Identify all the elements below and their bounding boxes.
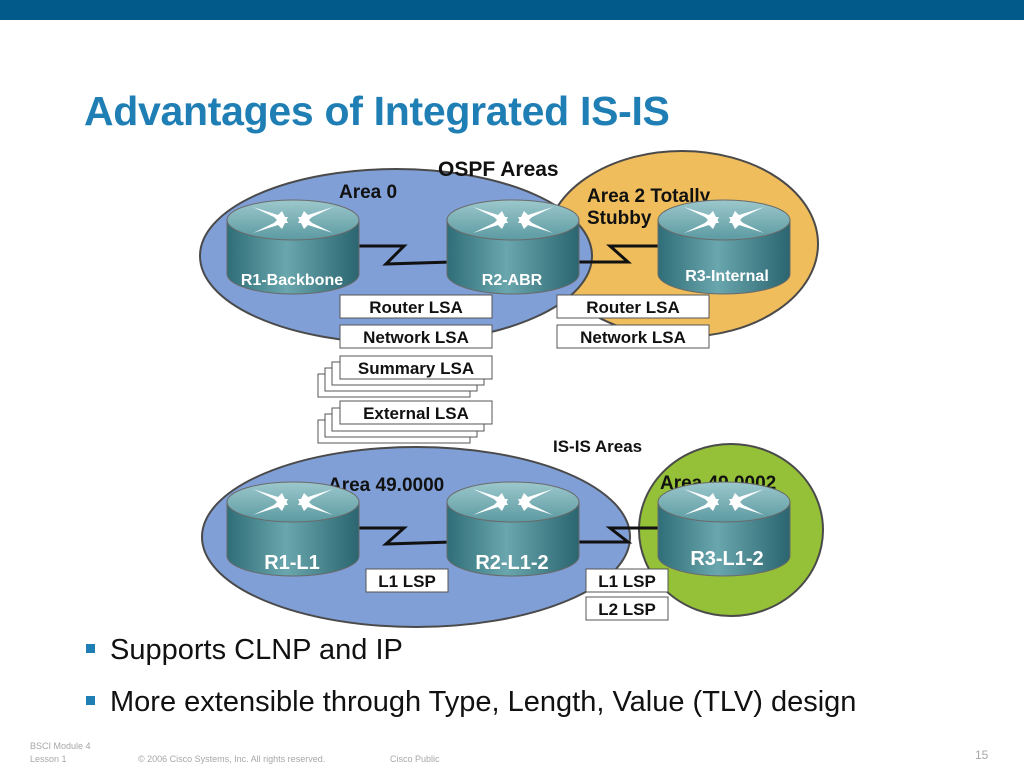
serial-link-r2-r3: [578, 244, 662, 264]
footer-lesson: Lesson 1: [30, 754, 67, 764]
lsp-box: [585, 568, 669, 593]
serial-link-r1-r2: [356, 244, 453, 266]
bullet-list: Supports CLNP and IP More extensible thr…: [86, 628, 856, 732]
header-bar: [0, 0, 1024, 20]
lsa-box: [339, 294, 493, 319]
footer-copyright: © 2006 Cisco Systems, Inc. All rights re…: [138, 754, 326, 764]
lsp-label-l1-right: L1 LSP: [598, 572, 656, 591]
lsa-label-network: Network LSA: [363, 328, 469, 347]
router-label-r3-internal: R3-Internal: [685, 268, 769, 285]
lsa-box: [556, 324, 710, 349]
lsa-box: [556, 294, 710, 319]
bullet-item: Supports CLNP and IP: [86, 628, 856, 680]
router-label-r2-l1-2: R2-L1-2: [475, 552, 548, 574]
page-number: 15: [975, 748, 989, 762]
footer-module: BSCI Module 4: [30, 741, 91, 751]
router-label-r3-l1-2: R3-L1-2: [690, 548, 763, 570]
lsp-label-l1-left: L1 LSP: [378, 572, 436, 591]
lsa-box: [339, 324, 493, 349]
lsa-label-router: Router LSA: [369, 298, 463, 317]
bullet-text: More extensible through Type, Length, Va…: [110, 686, 857, 718]
bullet-square-icon: [86, 696, 95, 705]
bullet-item: More extensible through Type, Length, Va…: [86, 680, 856, 732]
bullet-square-icon: [86, 644, 95, 653]
lsa-label-external: External LSA: [363, 404, 469, 423]
bullet-text: Supports CLNP and IP: [110, 634, 403, 666]
slide-title: Advantages of Integrated IS-IS: [84, 88, 670, 134]
area-49-0000-label: Area 49.0000: [328, 475, 444, 496]
router-label-r1-l1: R1-L1: [264, 552, 320, 574]
footer-classification: Cisco Public: [390, 754, 440, 764]
lsa-box: [339, 355, 493, 380]
lsa-label-router-right: Router LSA: [586, 298, 680, 317]
lsp-box: [585, 596, 669, 621]
area-2-label-line1: Area 2 Totally: [587, 186, 711, 207]
lsa-label-summary: Summary LSA: [358, 359, 474, 378]
serial-link-l2-r2-r3: [578, 526, 662, 544]
router-label-r2-abr: R2-ABR: [482, 272, 543, 289]
router-label-r1-backbone: R1-Backbone: [241, 272, 343, 289]
lsa-label-network-right: Network LSA: [580, 328, 686, 347]
isis-areas-heading: IS-IS Areas: [553, 437, 642, 456]
area-2-label-line2: Stubby: [587, 208, 652, 229]
area-0-label: Area 0: [339, 182, 397, 203]
lsa-box: [339, 400, 493, 425]
lsp-box: [365, 568, 449, 593]
ospf-areas-heading: OSPF Areas: [438, 158, 559, 181]
serial-link-l1-r1-r2: [356, 526, 453, 546]
lsp-label-l2-right: L2 LSP: [598, 600, 656, 619]
